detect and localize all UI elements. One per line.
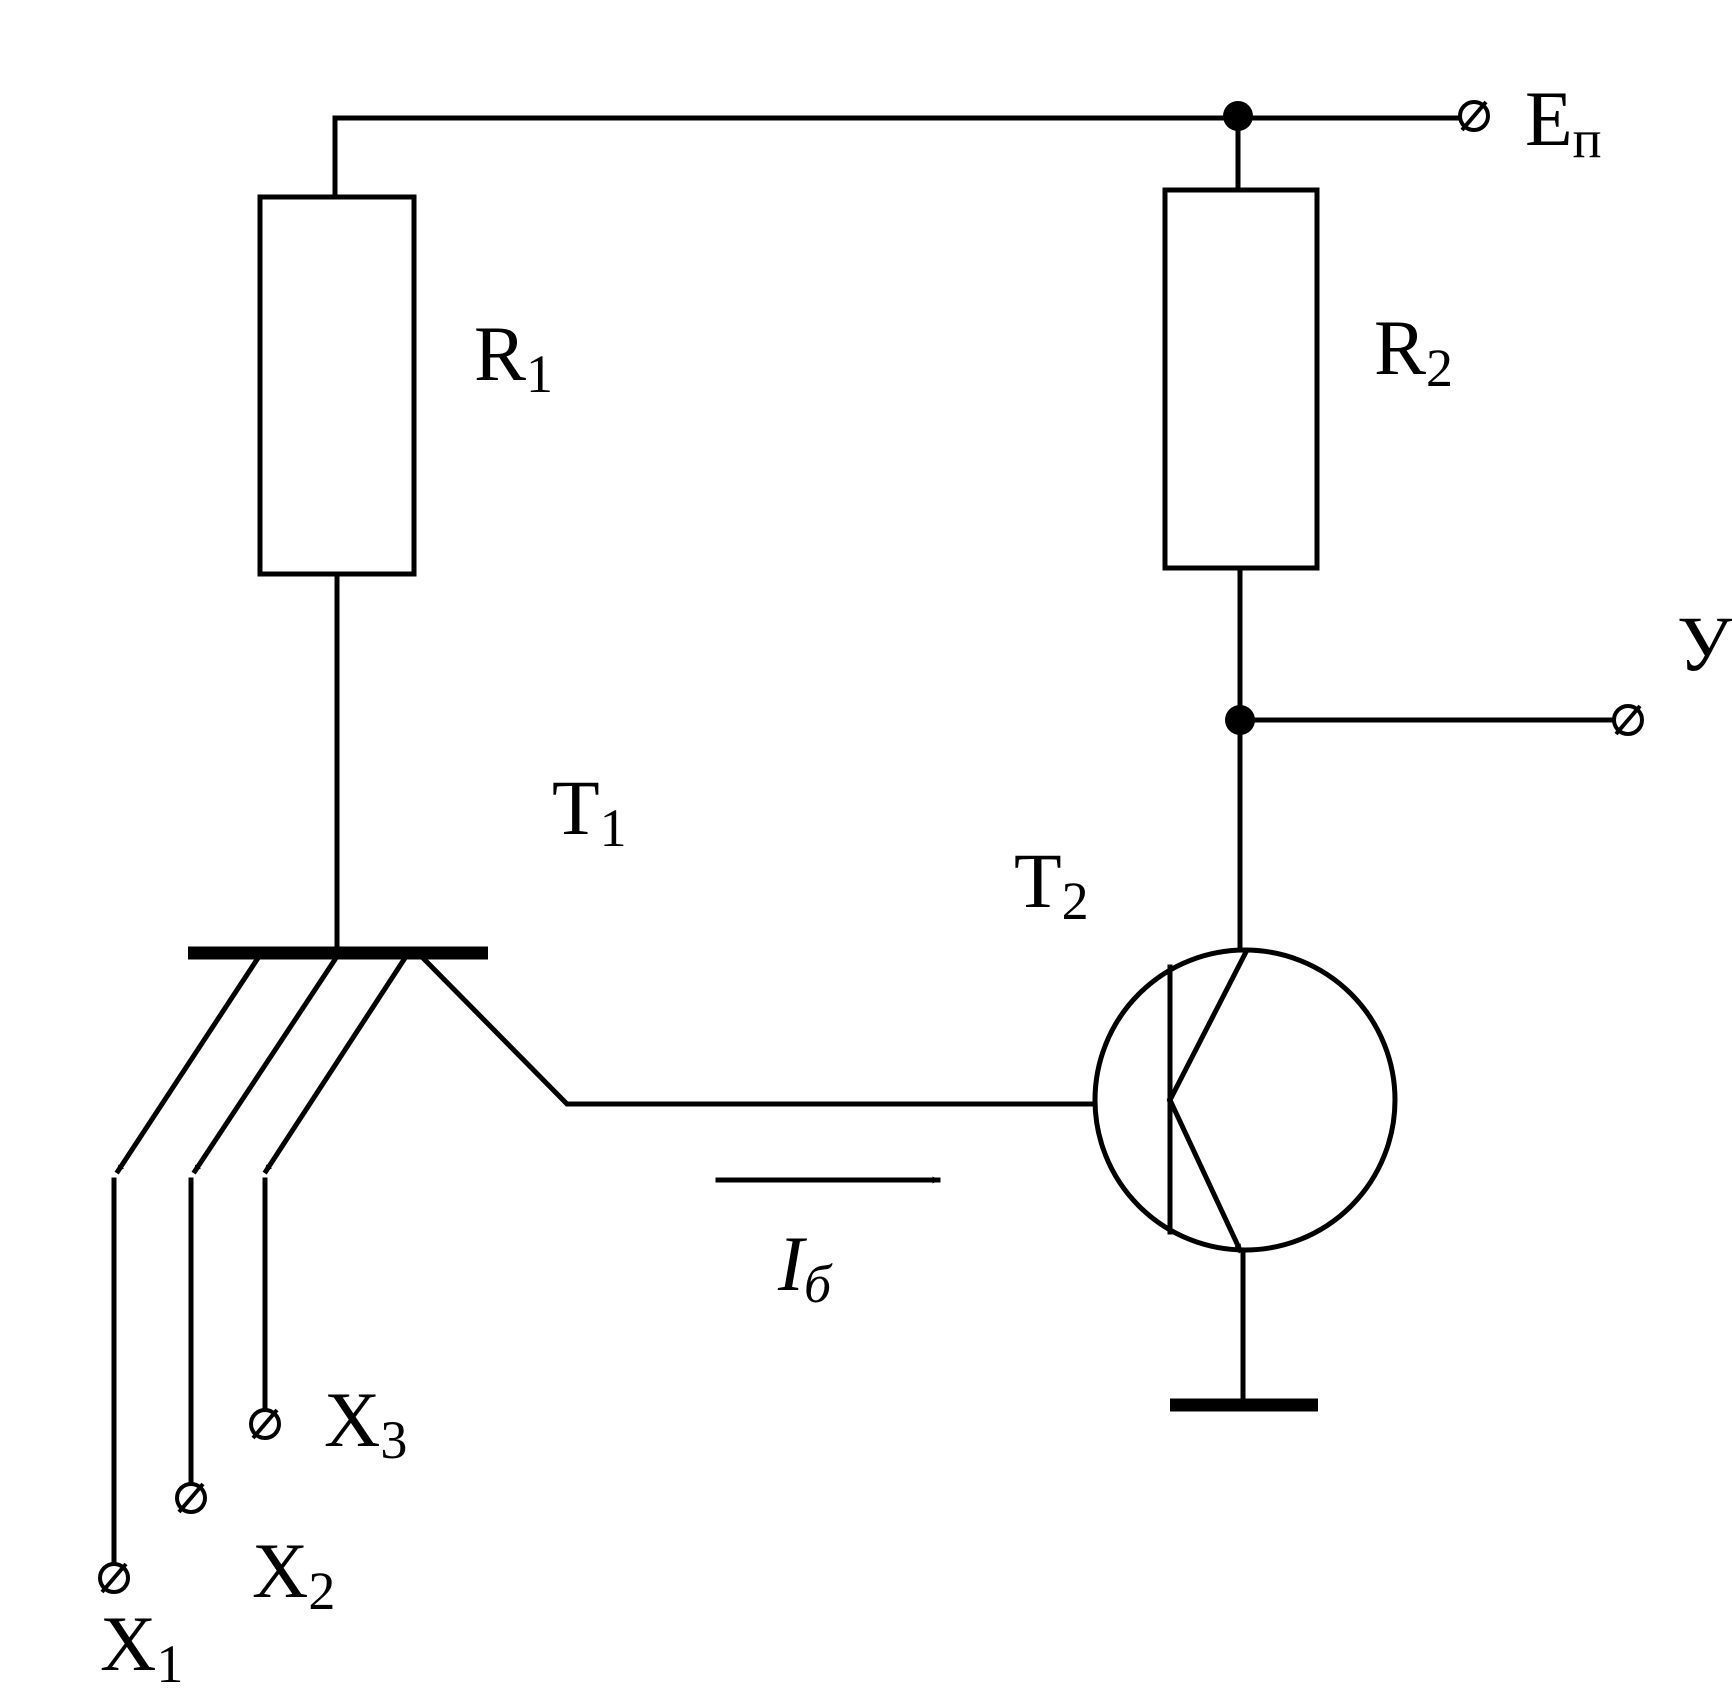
t2-emitter bbox=[1166, 1096, 1244, 1254]
supply-terminal bbox=[1458, 100, 1490, 132]
output-terminal bbox=[1612, 704, 1644, 736]
x3-terminal bbox=[249, 1408, 281, 1440]
resistor-r1 bbox=[257, 194, 417, 577]
supply-label: Eп bbox=[1525, 75, 1602, 169]
t1-collector-to-t2-base-wire bbox=[419, 954, 1098, 1107]
t1-emitter-3 bbox=[262, 954, 409, 1175]
t2-collector bbox=[1166, 948, 1250, 1104]
t1-emitter-1 bbox=[114, 954, 262, 1175]
x1-label: X1 bbox=[100, 1600, 183, 1688]
base-current-label: Iб bbox=[777, 1220, 833, 1314]
r2-label: R2 bbox=[1374, 304, 1453, 398]
t1-label: T1 bbox=[552, 764, 627, 858]
resistor-r2 bbox=[1162, 187, 1320, 571]
output-label: У bbox=[1677, 600, 1732, 687]
x2-label: X2 bbox=[252, 1527, 335, 1621]
t2-label: T2 bbox=[1014, 837, 1089, 931]
x2-terminal bbox=[175, 1482, 207, 1514]
r1-label: R1 bbox=[474, 310, 553, 404]
supply-rail-wire bbox=[332, 115, 1463, 190]
x3-label: X3 bbox=[324, 1376, 407, 1470]
x1-terminal bbox=[98, 1562, 130, 1594]
t1-emitter-2 bbox=[191, 954, 340, 1175]
transistor-t2-body bbox=[1092, 947, 1398, 1253]
